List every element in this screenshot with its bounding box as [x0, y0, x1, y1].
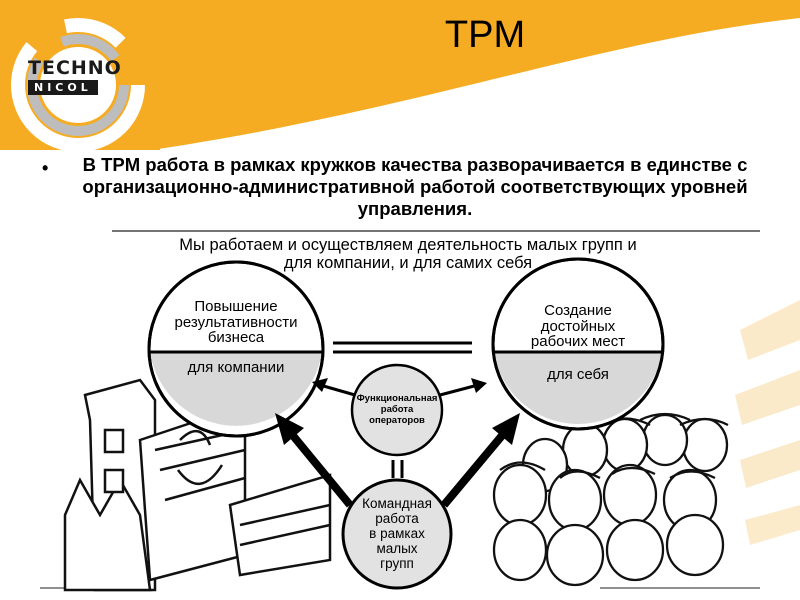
- right-circle-bottom-text: для себя: [547, 366, 609, 383]
- bullet-text: В TPM работа в рамках кружков качества р…: [82, 154, 748, 219]
- caption-line1: Мы работаем и осуществляем деятельность …: [179, 236, 637, 254]
- caption-line2: для компании, и для самих себя: [283, 254, 533, 272]
- left-circle-shade: [150, 352, 322, 426]
- bullet-dot-icon: •: [42, 158, 49, 178]
- orange-header-band: [0, 0, 800, 150]
- center-line1: Функциональная: [356, 393, 438, 404]
- right-decor-stripes: [735, 300, 800, 545]
- big-arrow-right-shaft: [440, 429, 509, 508]
- bottom-circle-text: Командная работа в рамках малых групп: [345, 496, 449, 571]
- right-circle-shade: [494, 352, 662, 425]
- logo-line1: TECHNO: [28, 57, 122, 79]
- right-top-line3: рабочих мест: [530, 333, 626, 350]
- left-top-line1: Повышение: [194, 298, 278, 315]
- left-top-line2: результативности: [174, 313, 298, 331]
- left-circle-top-text: Повышение результативности бизнеса: [150, 299, 322, 346]
- bottom-line2: работа: [375, 511, 419, 526]
- bottom-line4: малых: [376, 541, 418, 556]
- logo-line2: NICOL: [28, 80, 98, 95]
- center-circle: [350, 363, 444, 457]
- left-circle-bottom-text: для компании: [187, 359, 285, 376]
- center-line3: операторов: [369, 415, 425, 426]
- left-top-line3: бизнеса: [207, 329, 265, 346]
- slide-title: TPM: [444, 14, 526, 56]
- diagram-caption: Мы работаем и осуществляем деятельность …: [118, 236, 698, 272]
- factory-illustration: [63, 378, 332, 592]
- bottom-line1: Командная: [362, 496, 432, 511]
- right-circle-top-text: Создание достойных рабочих мест: [494, 303, 662, 350]
- bottom-line5: групп: [380, 556, 414, 571]
- bottom-circle: [341, 478, 453, 590]
- arrow-head-right-small: [471, 378, 487, 393]
- arrow-head-left-small: [312, 378, 328, 392]
- technonicol-logo: TECHNO NICOL: [28, 58, 138, 96]
- center-circle-text: Функциональная работа операторов: [352, 393, 442, 426]
- big-arrow-right-head: [492, 413, 520, 445]
- big-arrow-left-shaft: [286, 429, 354, 508]
- logo-outer-arc: [11, 18, 145, 152]
- bottom-line3: в рамках: [369, 526, 425, 541]
- workers-illustration: [492, 412, 729, 587]
- center-line2: работа: [380, 404, 414, 415]
- right-top-line1: Создание: [544, 302, 612, 319]
- big-arrow-left-head: [275, 413, 304, 445]
- right-top-line2: достойных: [540, 317, 616, 335]
- center-arrows: [319, 383, 479, 397]
